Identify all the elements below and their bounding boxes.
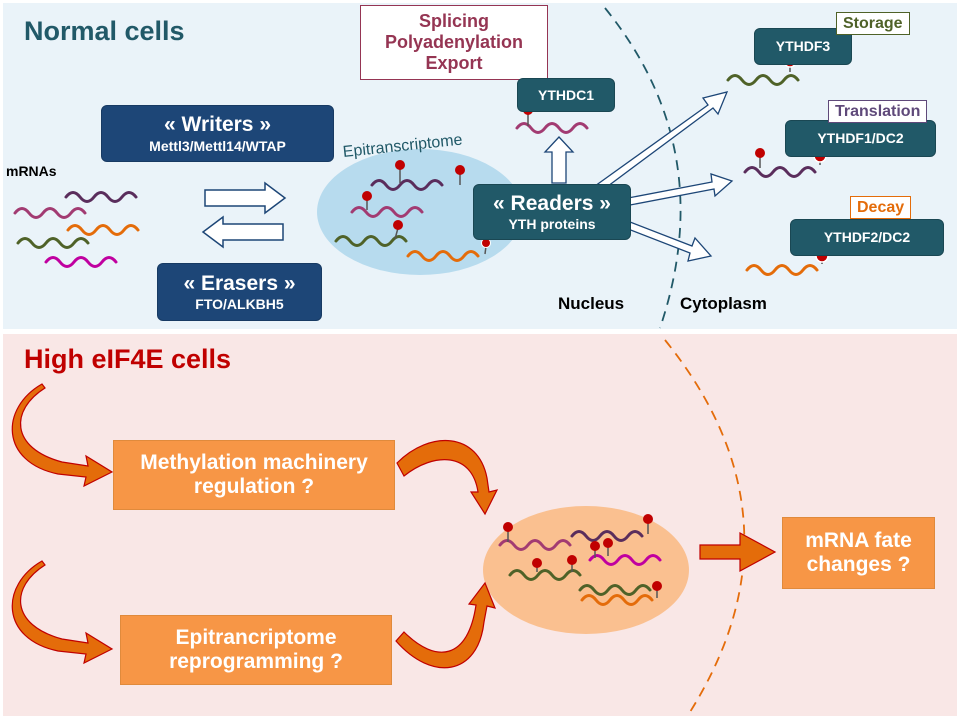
ythdf1-box: YTHDF1/DC2 xyxy=(785,120,936,157)
methylation-regulation-box: Methylation machinery regulation ? xyxy=(113,440,395,510)
m6a-mark xyxy=(503,522,513,542)
decay-tag: Decay xyxy=(850,196,912,220)
mrnas-label: mRNAs xyxy=(6,163,57,179)
epi-line2: reprogramming ? xyxy=(169,650,343,673)
curved-arrow-top-right xyxy=(396,440,499,516)
readers-subtitle: YTH proteins xyxy=(508,216,596,233)
m6a-mark xyxy=(567,555,577,572)
fate-arrow xyxy=(699,531,777,573)
readers-title: « Readers » xyxy=(493,191,611,215)
erasers-subtitle: FTO/ALKBH5 xyxy=(195,296,284,313)
ythdc1-label: YTHDC1 xyxy=(537,86,594,103)
mrna-strand xyxy=(745,264,819,276)
mrna-strand xyxy=(498,539,572,551)
nuclear-membrane-normal xyxy=(604,7,682,329)
ythdf3-box: YTHDF3 xyxy=(754,28,852,65)
erasers-box: « Erasers » FTO/ALKBH5 xyxy=(157,263,322,321)
fate-line2: changes ? xyxy=(806,553,911,576)
normal-cells-title: Normal cells xyxy=(24,16,185,46)
readers-to-ythdf3-arrow xyxy=(594,91,729,193)
ythdf3-label: YTHDF3 xyxy=(775,38,831,55)
erasers-arrow xyxy=(201,215,284,249)
mrna-layer xyxy=(13,74,819,606)
m6a-mark xyxy=(362,191,372,210)
erasers-title: « Erasers » xyxy=(183,271,296,295)
mrna-strand xyxy=(508,569,582,581)
readers-to-ythdc1-arrow xyxy=(543,136,575,184)
curved-arrow-bottom-left xyxy=(11,560,114,665)
mrna-strand xyxy=(66,224,140,236)
ythdf2-label: YTHDF2/DC2 xyxy=(823,229,911,246)
mrna-strand xyxy=(13,207,87,219)
m6a-mark xyxy=(455,165,465,185)
ythdf1-label: YTHDF1/DC2 xyxy=(817,130,904,147)
mrna-strand xyxy=(578,584,652,596)
fate-line1: mRNA fate xyxy=(805,528,912,552)
writers-subtitle: Mettl3/Mettl14/WTAP xyxy=(149,137,286,154)
m6a-mark xyxy=(532,558,542,572)
storage-tag: Storage xyxy=(836,12,910,36)
methylation-line2: regulation ? xyxy=(193,475,315,498)
curved-arrow-bottom-right xyxy=(395,581,496,669)
m6a-mark xyxy=(603,538,613,556)
mrna-strand xyxy=(44,256,118,268)
mrna-strand xyxy=(334,235,408,247)
nucleus-label: Nucleus xyxy=(558,294,625,313)
mrna-fate-box: mRNA fate changes ? xyxy=(782,517,935,589)
methylation-line1: Methylation machinery xyxy=(140,450,368,474)
writers-title: « Writers » xyxy=(164,113,271,137)
mrna-strand xyxy=(743,166,817,178)
mrna-strand xyxy=(370,179,444,191)
mrna-strand xyxy=(580,594,654,606)
epitranscriptome-reprogramming-box: Epitrancriptome reprogramming ? xyxy=(120,615,392,685)
nuclear-membrane-high xyxy=(664,339,746,713)
mrna-strand xyxy=(406,250,480,262)
m6a-mark xyxy=(652,581,662,598)
mrna-strand xyxy=(588,554,662,566)
high-eif4e-title: High eIF4E cells xyxy=(24,344,232,374)
readers-to-ythdf1-arrow xyxy=(627,173,734,206)
mrna-strand xyxy=(64,191,138,203)
m6a-mark xyxy=(395,160,405,183)
ythdc1-box: YTHDC1 xyxy=(517,78,615,112)
mrna-strand xyxy=(16,237,90,249)
cytoplasm-label: Cytoplasm xyxy=(680,294,767,313)
polyadenylation-line: Polyadenylation xyxy=(384,32,524,53)
writers-box: « Writers » Mettl3/Mettl14/WTAP xyxy=(101,105,334,162)
splicing-box: Splicing Polyadenylation Export xyxy=(360,5,548,80)
translation-tag: Translation xyxy=(828,100,928,124)
mrna-strand xyxy=(570,530,644,542)
m6a-mark xyxy=(393,220,403,240)
readers-to-ythdf2-arrow xyxy=(627,221,713,262)
m6a-mark xyxy=(643,514,653,534)
epitranscriptome-ellipse xyxy=(317,149,523,275)
ythdf2-box: YTHDF2/DC2 xyxy=(790,219,944,256)
export-line: Export xyxy=(425,52,483,73)
mrna-strand xyxy=(726,74,800,86)
m6a-mark xyxy=(590,541,600,558)
mrna-strand xyxy=(515,122,589,134)
epi-line1: Epitrancriptome xyxy=(175,625,337,649)
curved-arrow-top-left xyxy=(11,383,114,488)
mrna-strand xyxy=(350,206,424,218)
m6a-mark xyxy=(755,148,765,168)
splicing-line: Splicing xyxy=(418,11,489,32)
writers-arrow xyxy=(204,181,287,215)
readers-box: « Readers » YTH proteins xyxy=(473,184,631,240)
m6a-mark xyxy=(481,238,491,255)
